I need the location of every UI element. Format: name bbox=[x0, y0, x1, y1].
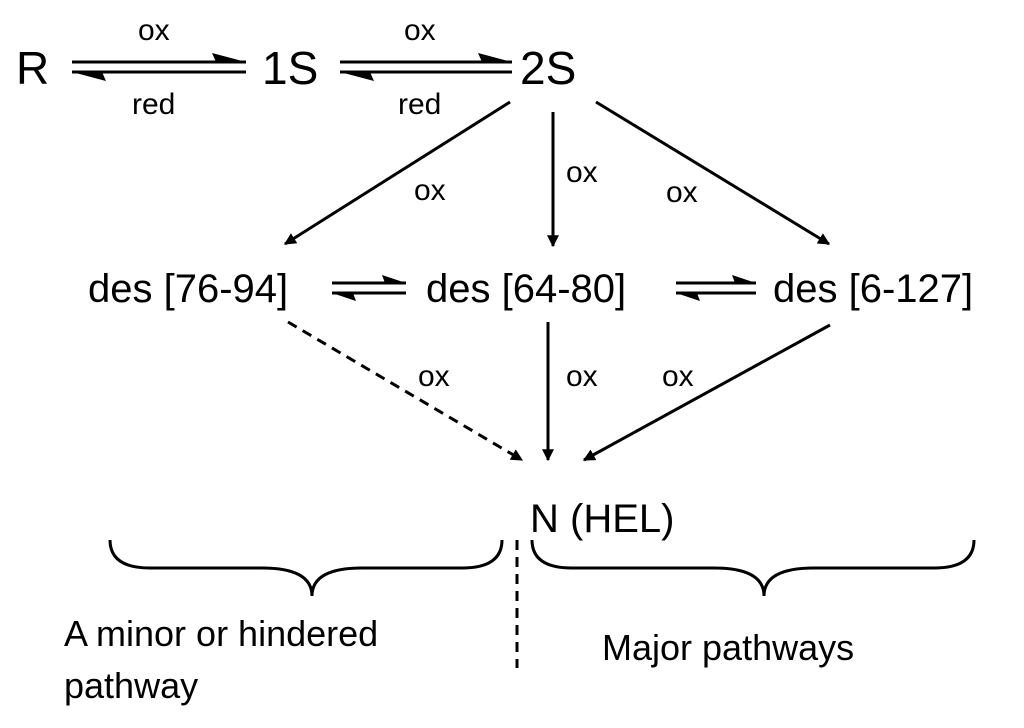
species-n-hel: N (HEL) bbox=[530, 497, 674, 541]
label-r-1s-red: red bbox=[132, 88, 175, 121]
label-des3-n-ox: ox bbox=[662, 360, 694, 393]
label-2s-des1-ox: ox bbox=[414, 174, 446, 207]
arrow-des3-n bbox=[582, 323, 831, 462]
caption-major: Major pathways bbox=[602, 627, 854, 668]
equilibrium-des2-des3 bbox=[676, 275, 756, 301]
label-2s-des3-ox: ox bbox=[666, 176, 698, 209]
equilibrium-r-1s bbox=[72, 53, 246, 81]
label-1s-2s-ox: ox bbox=[404, 14, 436, 47]
equilibrium-des1-des2 bbox=[332, 275, 406, 301]
species-r: R bbox=[16, 42, 49, 94]
arrow-2s-des-76-94 bbox=[283, 100, 511, 246]
arrow-2s-des-6-127 bbox=[595, 100, 831, 246]
species-2s: 2S bbox=[520, 42, 576, 94]
label-des2-n-ox: ox bbox=[566, 360, 598, 393]
species-des-76-94: des [76-94] bbox=[88, 267, 288, 311]
label-2s-des2-ox: ox bbox=[566, 156, 598, 189]
label-r-1s-ox: ox bbox=[138, 14, 170, 47]
species-1s: 1S bbox=[262, 42, 318, 94]
arrow-des1-n-dashed bbox=[287, 320, 524, 462]
caption-minor-line1: A minor or hindered bbox=[64, 613, 378, 654]
label-des1-n-ox: ox bbox=[418, 360, 450, 393]
species-des-64-80: des [64-80] bbox=[426, 267, 626, 311]
caption-minor-line2: pathway bbox=[64, 665, 198, 706]
brace-major-pathways bbox=[530, 539, 976, 597]
species-des-6-127: des [6-127] bbox=[773, 267, 973, 311]
label-1s-2s-red: red bbox=[398, 88, 441, 121]
brace-minor-pathway bbox=[108, 539, 504, 597]
equilibrium-1s-2s bbox=[340, 53, 512, 81]
